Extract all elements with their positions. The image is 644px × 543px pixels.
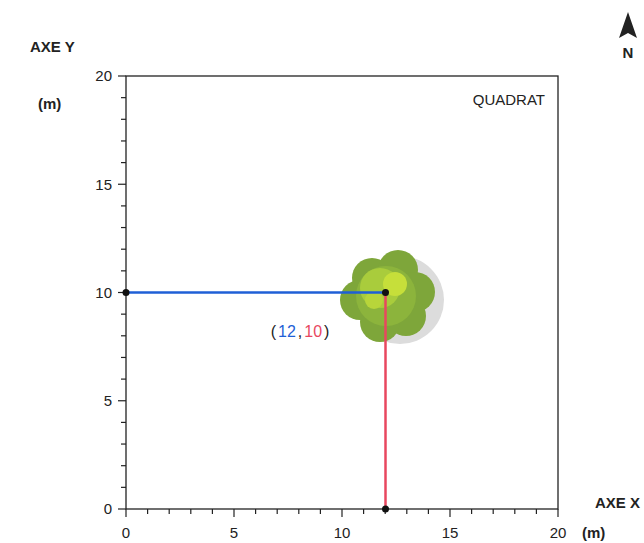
quadrat-label: QUADRAT	[473, 92, 545, 109]
axis-title: AXE X	[595, 495, 640, 512]
axis-value: 5	[104, 393, 112, 410]
tick-mark	[121, 162, 126, 163]
axis-value: 0	[122, 525, 130, 542]
tick-mark	[121, 465, 126, 466]
axis-value: 0	[104, 501, 112, 518]
tick-mark	[121, 443, 126, 444]
coordinate-part: (	[271, 323, 276, 341]
coordinate-part: ,	[298, 323, 302, 341]
north-arrow	[619, 12, 637, 38]
tick-mark	[406, 509, 407, 514]
tick-mark	[118, 400, 126, 401]
tick-mark	[169, 509, 170, 514]
axis-value: 10	[95, 285, 112, 302]
tick-mark	[147, 509, 148, 514]
tick-mark	[449, 509, 450, 517]
tick-mark	[121, 270, 126, 271]
tree-symbol	[340, 250, 444, 344]
y-guide-line	[384, 293, 387, 510]
axis-value: 15	[95, 177, 112, 194]
point-dot	[382, 506, 389, 513]
tick-mark	[557, 509, 558, 517]
tick-mark	[514, 509, 515, 514]
tick-mark	[493, 509, 494, 514]
tick-mark	[363, 509, 364, 514]
tick-mark	[471, 509, 472, 514]
axis-unit: (m)	[38, 96, 61, 113]
tick-mark	[118, 184, 126, 185]
tick-mark	[341, 509, 342, 517]
tick-mark	[121, 314, 126, 315]
tick-mark	[190, 509, 191, 514]
tick-mark	[121, 97, 126, 98]
point-dot	[123, 289, 130, 296]
tick-mark	[121, 140, 126, 141]
point-dot	[382, 289, 389, 296]
axis-value: 20	[95, 68, 112, 85]
tick-mark	[118, 75, 126, 76]
axis-value: 20	[550, 525, 567, 542]
tick-mark	[255, 509, 256, 514]
tick-mark	[277, 509, 278, 514]
axis-title: AXE Y	[30, 39, 75, 56]
tick-mark	[121, 422, 126, 423]
tick-mark	[121, 227, 126, 228]
axis-ticks	[118, 76, 558, 517]
axis-unit: (m)	[582, 525, 605, 542]
axis-value: 15	[442, 525, 459, 542]
tick-mark	[125, 509, 126, 517]
coordinate-part: 12	[278, 323, 296, 341]
tick-mark	[536, 509, 537, 514]
tick-mark	[428, 509, 429, 514]
x-guide-line	[126, 291, 385, 294]
tick-mark	[121, 487, 126, 488]
tick-mark	[320, 509, 321, 514]
coordinate-label: (12,10)	[271, 323, 330, 341]
tick-mark	[121, 205, 126, 206]
tick-mark	[121, 335, 126, 336]
tick-mark	[121, 119, 126, 120]
axis-value: 5	[230, 525, 238, 542]
tick-mark	[121, 249, 126, 250]
tick-mark	[118, 508, 126, 509]
tick-mark	[121, 379, 126, 380]
north-label: N	[623, 45, 634, 62]
coordinate-part: )	[324, 323, 329, 341]
tick-mark	[233, 509, 234, 517]
tick-mark	[121, 357, 126, 358]
coordinate-part: 10	[304, 323, 322, 341]
tick-mark	[298, 509, 299, 514]
tick-mark	[212, 509, 213, 514]
axis-value: 10	[334, 525, 351, 542]
quadrat-frame	[126, 76, 558, 509]
